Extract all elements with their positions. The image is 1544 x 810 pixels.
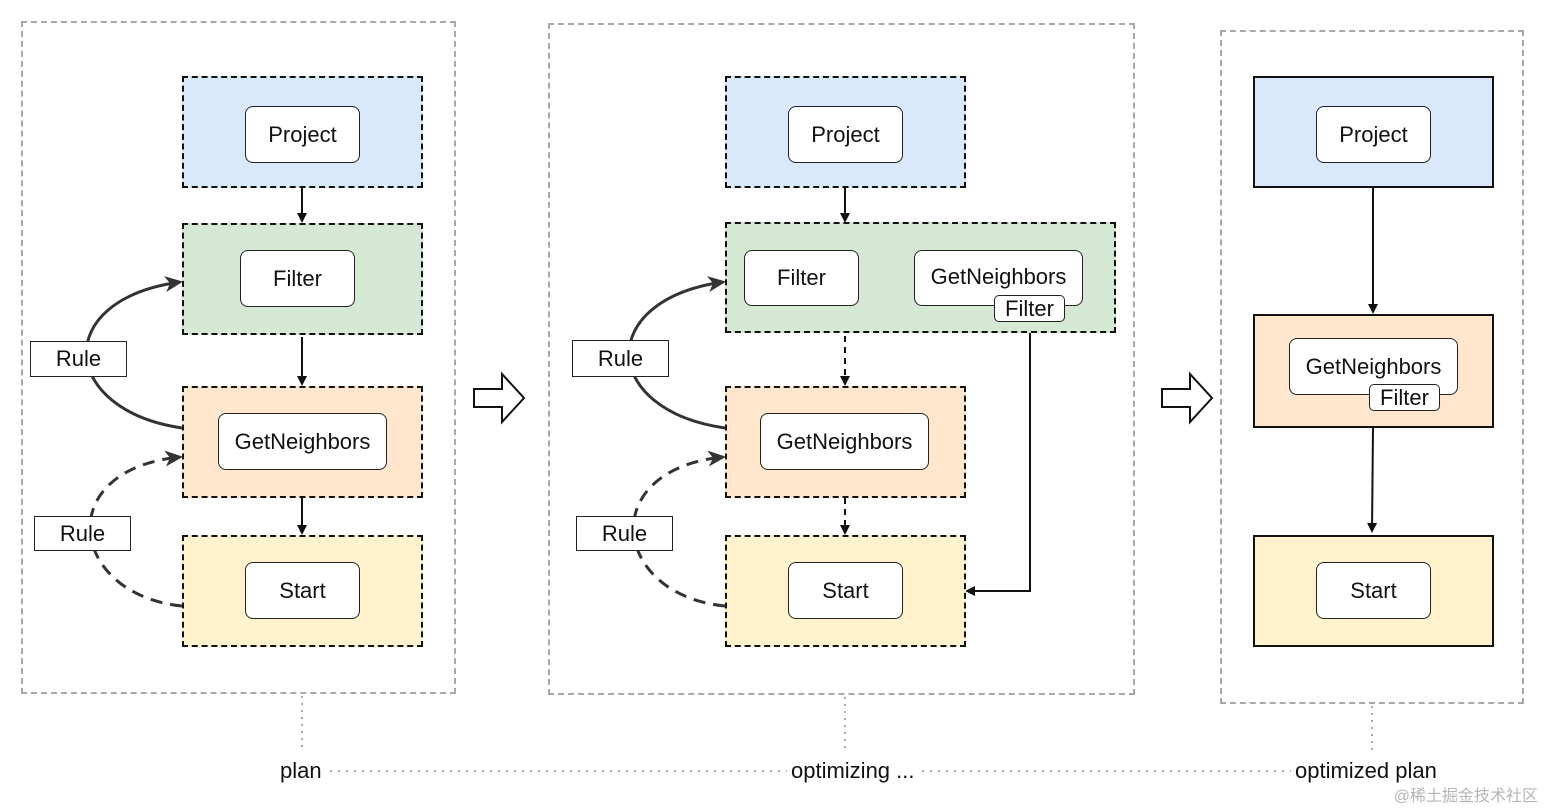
optimizing-getneighbors-node: GetNeighbors bbox=[760, 413, 929, 470]
optimized-project-stage bbox=[1253, 76, 1494, 188]
optimizing-rule-label-top: Rule bbox=[572, 340, 669, 377]
optimized-start-node: Start bbox=[1316, 562, 1431, 619]
watermark: @稀土掘金技术社区 bbox=[1393, 788, 1538, 805]
optimizing-filter-node: Filter bbox=[744, 250, 859, 306]
optimizing-project-node: Project bbox=[788, 106, 903, 163]
plan-rule-label-top: Rule bbox=[30, 341, 127, 377]
optimizing-start-node: Start bbox=[788, 562, 903, 619]
arrow-getneighbors-start-3 bbox=[1367, 427, 1378, 533]
transition-arrow-1 bbox=[473, 371, 526, 425]
optimized-plan-panel bbox=[1220, 30, 1524, 704]
optimizing-panel bbox=[548, 23, 1135, 695]
plan-rule-label-bottom: Rule bbox=[34, 516, 131, 551]
plan-panel bbox=[21, 21, 456, 694]
plan-start-node: Start bbox=[245, 562, 360, 619]
optimized-project-node: Project bbox=[1316, 106, 1431, 163]
caption-optimized-plan: optimized plan bbox=[1291, 758, 1441, 784]
transition-arrow-2 bbox=[1161, 371, 1214, 425]
plan-filter-node: Filter bbox=[240, 250, 355, 307]
optimizing-filter-tag: Filter bbox=[994, 295, 1065, 322]
caption-optimizing: optimizing ... bbox=[787, 758, 919, 784]
optimizing-rule-label-bottom: Rule bbox=[576, 516, 673, 551]
plan-getneighbors-node: GetNeighbors bbox=[218, 413, 387, 470]
optimized-filter-tag: Filter bbox=[1369, 384, 1440, 411]
plan-project-node: Project bbox=[245, 106, 360, 163]
arrow-filter-to-start bbox=[965, 322, 1031, 596]
caption-plan: plan bbox=[276, 758, 326, 784]
